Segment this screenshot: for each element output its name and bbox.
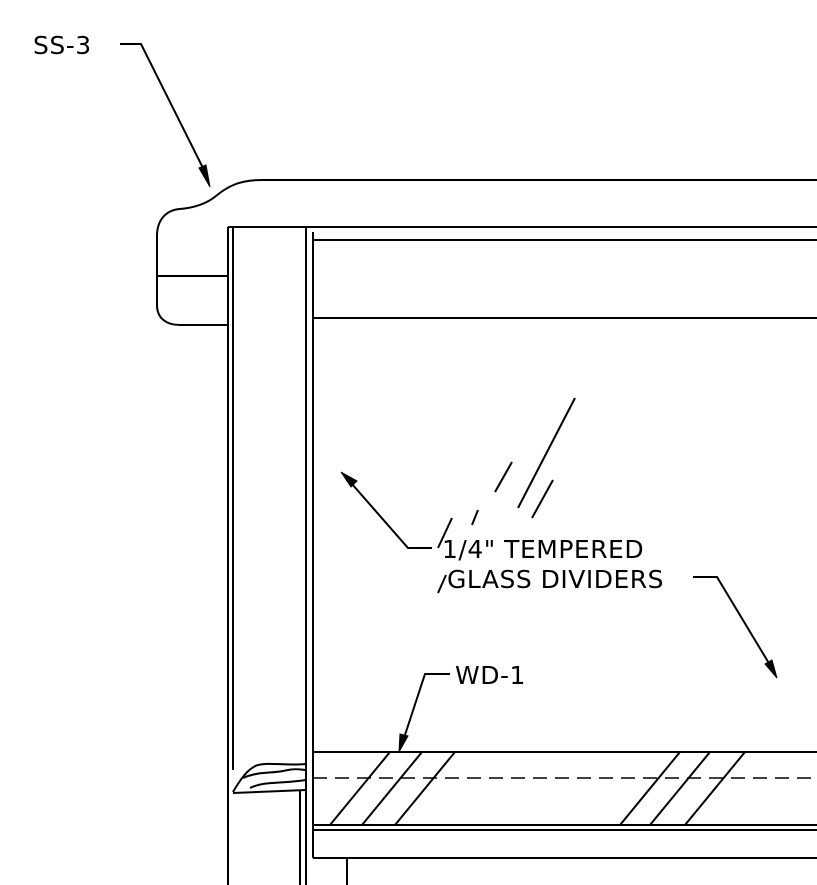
ss3-label: SS-3 — [33, 31, 92, 60]
cabinet-frame — [227, 227, 817, 885]
glass-label-line-2: GLASS DIVIDERS — [447, 565, 664, 594]
wood-shelf — [313, 751, 817, 885]
wd1-label: WD-1 — [455, 661, 526, 690]
countertop-profile — [156, 179, 817, 326]
glass-leader-left — [340, 471, 432, 549]
glass-text-slash — [437, 574, 447, 594]
wood-grain-detail — [232, 762, 307, 885]
shelf-hatch — [329, 751, 746, 826]
glass-break-lines — [437, 397, 576, 549]
glass-label-line-1: 1/4" TEMPERED — [442, 535, 644, 564]
ss3-leader — [120, 43, 211, 188]
wd1-leader — [398, 673, 450, 753]
glass-leader-right — [693, 576, 778, 679]
